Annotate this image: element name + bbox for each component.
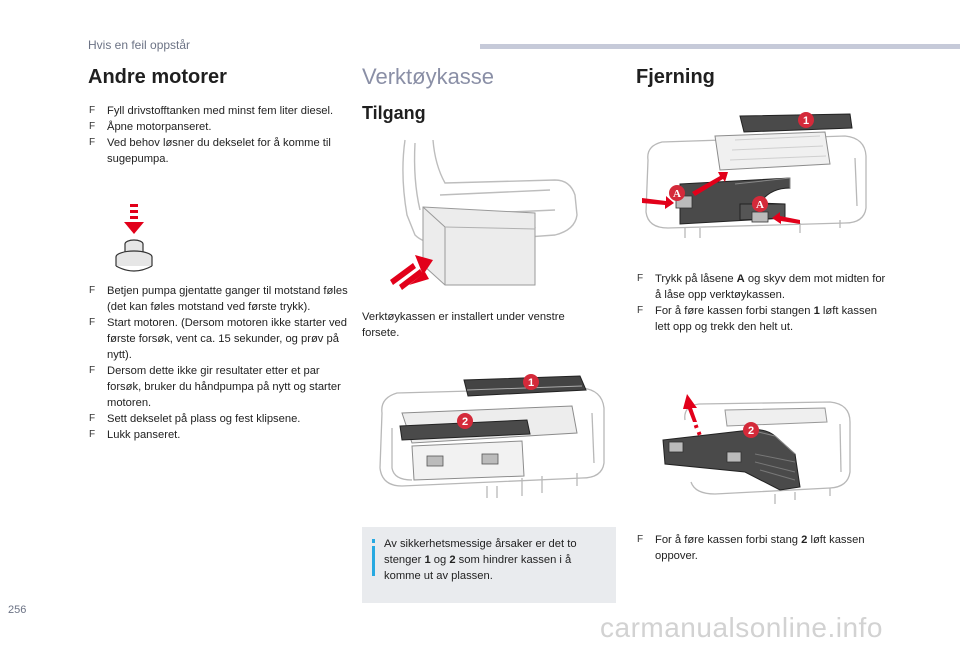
step-item: Start motoren. (Dersom motoren ikke star… [88,315,350,363]
middle-caption: Verktøykassen er installert under venstr… [362,309,602,341]
step-item: Betjen pumpa gjentatte ganger til motsta… [88,283,350,315]
callout-a-marker-left: A [669,185,685,201]
step-item: For å føre kassen forbi stangen 1 løft k… [636,303,894,335]
callout-a-label: A [756,199,764,211]
seat-toolbox-illustration [390,139,578,290]
left-column-steps-2: Betjen pumpa gjentatte ganger til motsta… [88,283,350,443]
callout-1-label: 1 [528,377,534,389]
step-item: Sett dekselet på plass og fest klipsene. [88,411,350,427]
step-text-part: løft kassen oppover. [655,534,865,562]
step-item: Dersom dette ikke gir resultater etter e… [88,363,350,411]
step-bold-ref: 1 [813,305,820,317]
callout-2-removal-label: 2 [748,425,754,437]
right-steps: Trykk på låsene A og skyv dem mot midten… [636,271,894,335]
safety-info-box: Av sikkerhetsmessige årsaker er det to s… [362,527,616,603]
step-item: Ved behov løsner du dekselet for å komme… [88,135,350,167]
steps-list-1: Fyll drivstofftanken med minst fem liter… [88,103,350,167]
site-watermark: carmanualsonline.info [600,612,883,643]
section-title-removal: Fjerning [636,66,715,88]
seat-base-locks-illustration [642,113,867,238]
info-text-part: som hindrer kassen i å komme ut av plass… [384,554,572,582]
step-text-part: For å føre kassen forbi stangen [655,305,814,317]
hand-pump-illustration [115,204,153,272]
callout-1-removal-label: 1 [803,115,809,127]
callout-2-marker: 2 [457,413,473,429]
step-bold-ref: 2 [801,534,808,546]
callout-a-label: A [673,188,681,200]
info-text-part: og [430,554,450,566]
step-text-part: og skyv dem mot midten for å låse opp ve… [655,273,886,301]
section-header: Hvis en feil oppstår [88,38,191,52]
step-item: Lukk panseret. [88,427,350,443]
middle-column: Verktøykasse Tilgang [362,64,622,124]
toolbox-location-caption: Verktøykassen er installert under venstr… [362,311,565,339]
steps-list-2: Betjen pumpa gjentatte ganger til motsta… [88,283,350,443]
step-text-part: For å føre kassen forbi stang [655,534,802,546]
final-step-list: For å føre kassen forbi stang 2 løft kas… [636,532,894,564]
callout-1-marker: 1 [523,374,539,390]
page-number: 256 [8,604,27,616]
info-bold-bar-2: 2 [449,554,456,566]
subtitle-access: Tilgang [362,103,426,123]
right-column: Fjerning [636,66,896,89]
removal-steps-list: Trykk på låsene A og skyv dem mot midten… [636,271,894,335]
step-text-part: Trykk på låsene [655,273,737,285]
right-final-step: For å føre kassen forbi stang 2 løft kas… [636,532,894,564]
header-divider [480,44,960,49]
callout-2-marker-removal: 2 [743,422,759,438]
step-item: Fyll drivstofftanken med minst fem liter… [88,103,350,119]
section-title-other-engines: Andre motorer [88,66,227,88]
step-item: Åpne motorpanseret. [88,119,350,135]
step-item: Trykk på låsene A og skyv dem mot midten… [636,271,894,303]
section-title-toolbox: Verktøykasse [362,64,495,89]
safety-info-text: Av sikkerhetsmessige årsaker er det to s… [384,536,609,584]
left-column: Andre motorer Fyll drivstofftanken med m… [88,66,350,167]
seat-base-illustration-bars [379,375,605,498]
info-bold-bar-1: 1 [424,554,431,566]
callout-1-marker-removal: 1 [798,112,814,128]
info-icon [372,539,375,579]
step-bold-ref: A [736,273,745,285]
callout-a-marker-right: A [752,196,768,212]
step-text-part: løft kassen lett opp og trekk den helt u… [655,305,878,333]
step-item: For å føre kassen forbi stang 2 løft kas… [636,532,894,564]
seat-base-lift-illustration [662,394,851,504]
info-text-part: Av sikkerhetsmessige årsaker er det to s… [384,538,577,566]
callout-2-label: 2 [462,416,468,428]
